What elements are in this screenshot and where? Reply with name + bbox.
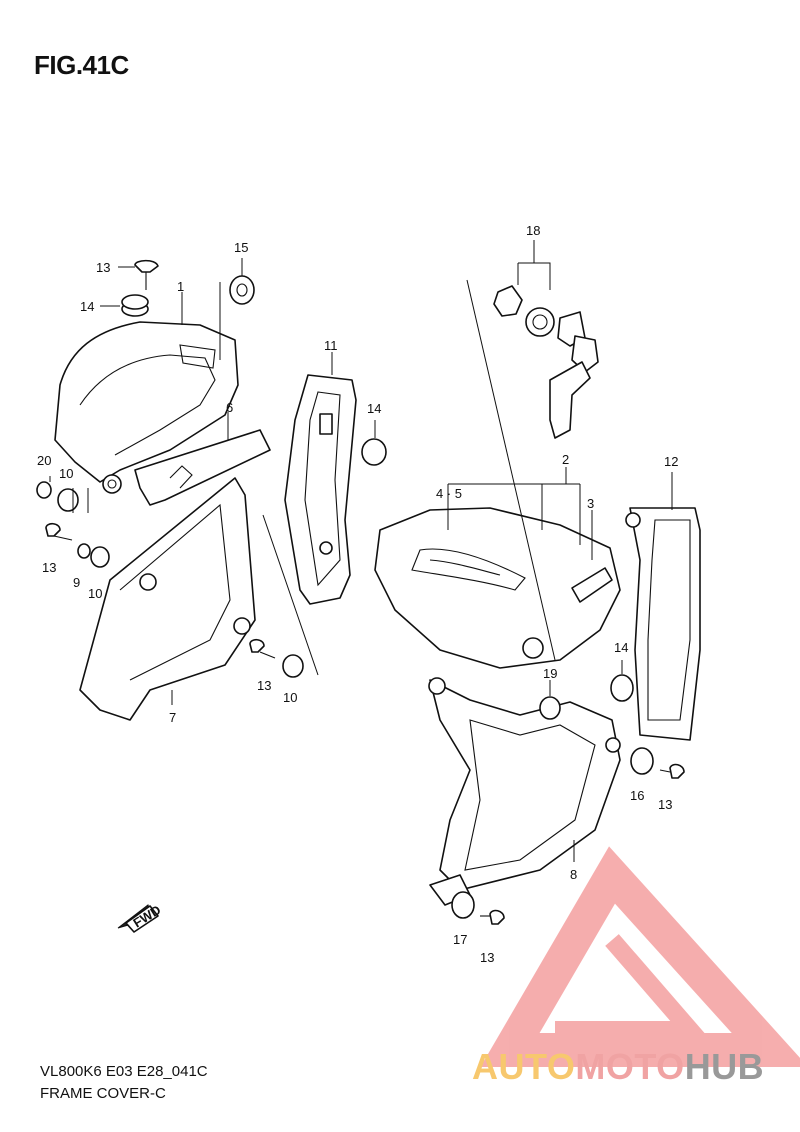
callout-label: 8: [570, 867, 577, 882]
callout-label: 18: [526, 223, 540, 238]
callout-label: 13: [480, 950, 494, 965]
leader-lines: [49, 240, 673, 862]
callout-label: 13: [257, 678, 271, 693]
part-12-right-frame: [625, 507, 701, 741]
callout-label: 12: [664, 454, 678, 469]
diagram-name: FRAME COVER-C: [40, 1085, 166, 1102]
callout-label: 14: [80, 299, 94, 314]
part-1-frame-cover: [54, 321, 239, 494]
callout-label: 1: [177, 279, 184, 294]
callout-label: 11: [324, 338, 338, 353]
callout-label: 20: [37, 453, 51, 468]
callout-label: 13: [96, 260, 110, 275]
callout-label: 2: [562, 452, 569, 467]
diagram-code: VL800K6 E03 E28_041C: [40, 1063, 208, 1080]
part-11-bracket: [284, 374, 357, 605]
callout-label: 14: [367, 401, 381, 416]
part-2-center-cover: [374, 507, 621, 669]
callout-label: 10: [59, 466, 73, 481]
watermark-wordmark: AUTOMOTOHUB: [472, 1046, 764, 1088]
callout-label: 6: [226, 400, 233, 415]
watermark-hub: HUB: [684, 1046, 765, 1087]
part-18-lock-set: [493, 285, 599, 439]
callout-label: 19: [543, 666, 557, 681]
watermark-auto: AUTO: [472, 1046, 576, 1087]
part-6-plate: [134, 429, 271, 506]
callout-label: 16: [630, 788, 644, 803]
callout-label: 15: [234, 240, 248, 255]
callout-label: 7: [169, 710, 176, 725]
callout-label: 3: [587, 496, 594, 511]
figure-title: FIG.41C: [34, 50, 129, 80]
callout-label: 13: [42, 560, 56, 575]
watermark-logo: [480, 846, 800, 1067]
part-8-lower-cover: [428, 677, 621, 906]
fastener-parts: [36, 259, 685, 925]
callout-label: 13: [658, 797, 672, 812]
callout-label: 4 · 5: [436, 486, 462, 501]
callout-label: 9: [73, 575, 80, 590]
callout-labels: 1 2 3 4 · 5 6 7 8 9 10 10 10 11 12 13 13…: [37, 223, 678, 965]
callout-label: 14: [614, 640, 628, 655]
callout-label: 17: [453, 932, 467, 947]
callout-label: 10: [283, 690, 297, 705]
fwd-direction-badge: FWD: [117, 902, 163, 933]
watermark-moto: MOTO: [575, 1046, 685, 1087]
fwd-label: FWD: [130, 902, 163, 930]
part-7-lower-cover: [79, 477, 256, 721]
callout-label: 10: [88, 586, 102, 601]
